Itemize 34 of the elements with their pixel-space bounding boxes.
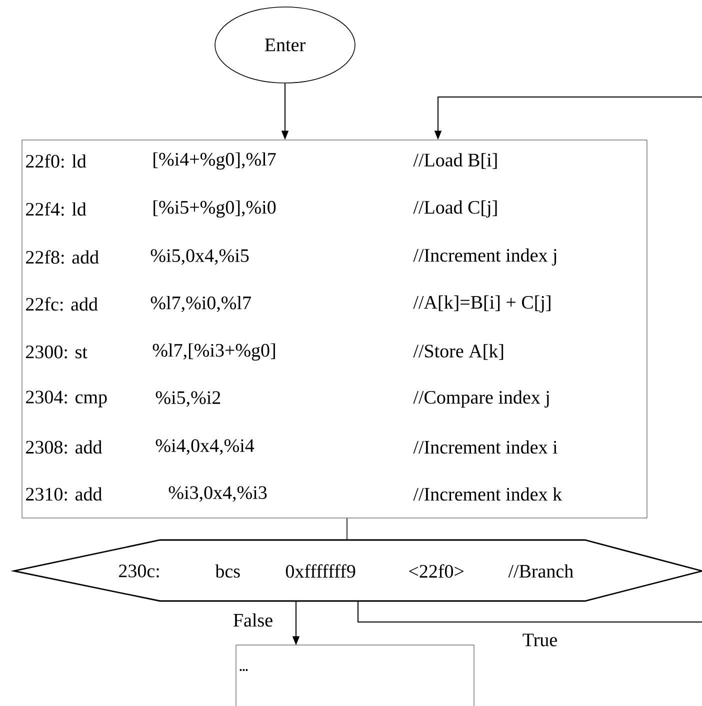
edge-label: True [521,632,559,648]
comment-text: //Increment index i [413,440,558,454]
continuation-box: ... [236,644,474,706]
operand-text: [%i4+%g0],%l7 [154,152,276,170]
comment-text: //Load B[i] [413,153,497,169]
edge-label: False [232,612,274,628]
branch-text: 230c: [119,564,159,578]
instruction-text: 22f8: add [26,250,99,264]
comment-text: //Load C[j] [413,200,497,218]
comment-text: //Increment index j [413,248,556,266]
operand-text: %i3,0x4,%i3 [168,486,267,502]
instruction-text: 22fc: add [26,297,98,311]
operand-text: %i5,0x4,%i5 [150,249,249,265]
operand-text: %l7,%i0,%l7 [150,296,251,312]
instruction-text: 2300: st [26,346,88,358]
instruction-text: 22f0: ld [26,154,86,168]
instruction-text: 2308: add [26,440,102,454]
operand-text: %i4,0x4,%i4 [156,439,254,455]
code-box [22,140,648,518]
operand-text: %l7,[%i3+%g0] [152,343,275,361]
instruction-text: 2310: add [26,487,102,501]
branch-text: <22f0> [409,564,464,578]
comment-text: //Store A[k] [413,344,504,360]
branch-text: bcs [215,564,240,578]
arrow [358,96,702,622]
operand-text: %i5,%i2 [156,391,220,407]
operand-text: [%i5+%g0],%i0 [154,200,276,218]
comment-text: //A[k]=B[i] + C[j] [413,295,550,313]
branch-text: 0xfffffff9 [286,564,356,578]
instruction-text: 22f4: ld [26,202,86,216]
instruction-text: 2304: cmp [26,390,107,408]
comment-text: //Compare index j [413,390,549,408]
comment-text: //Increment index k [413,487,562,501]
branch-text: //Branch [508,564,574,578]
